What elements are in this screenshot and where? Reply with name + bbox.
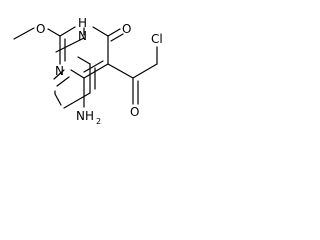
- bond-n1-c6: [54, 93, 62, 106]
- bond-o-ch3: [13, 27, 35, 40]
- bond-c4-o-double: [110, 33, 124, 42]
- bond-n3-c2-upper: [69, 37, 85, 46]
- atom-label-o-acyl: O: [130, 105, 139, 119]
- ring-bond-5: [70, 69, 85, 79]
- ring-bond-4-double: [83, 60, 104, 73]
- atom-label-n3-n: N: [78, 29, 87, 43]
- atom-label-amine: NH: [76, 109, 94, 123]
- atom-label-o-methoxy: O: [36, 22, 45, 36]
- bond-c5-cacyl: [107, 63, 134, 79]
- bond-c2-n1-double: [53, 69, 65, 80]
- ring-bond-7: [59, 26, 76, 37]
- bond-c6-c5: [63, 92, 91, 109]
- atom-label-o-lactam: O: [122, 22, 131, 36]
- atom-label-n1: N: [55, 64, 64, 78]
- ring-bond-4: [83, 63, 109, 79]
- atom-label-cl: Cl: [151, 32, 163, 46]
- bond-c4-n3: [77, 56, 91, 65]
- bond-c2-n1: [56, 76, 70, 87]
- bond-n3-c2: [55, 44, 71, 53]
- chemical-structure: H N N O O O Cl NH 2: [13, 16, 163, 126]
- bond-cacyl-ch2: [132, 63, 158, 79]
- atom-label-n3: H: [78, 16, 87, 30]
- atom-label-amine-subscript: 2: [96, 117, 101, 126]
- bond-c2-o: [47, 28, 61, 37]
- bond-c4-o: [107, 28, 121, 37]
- ring-bond-2: [92, 26, 109, 37]
